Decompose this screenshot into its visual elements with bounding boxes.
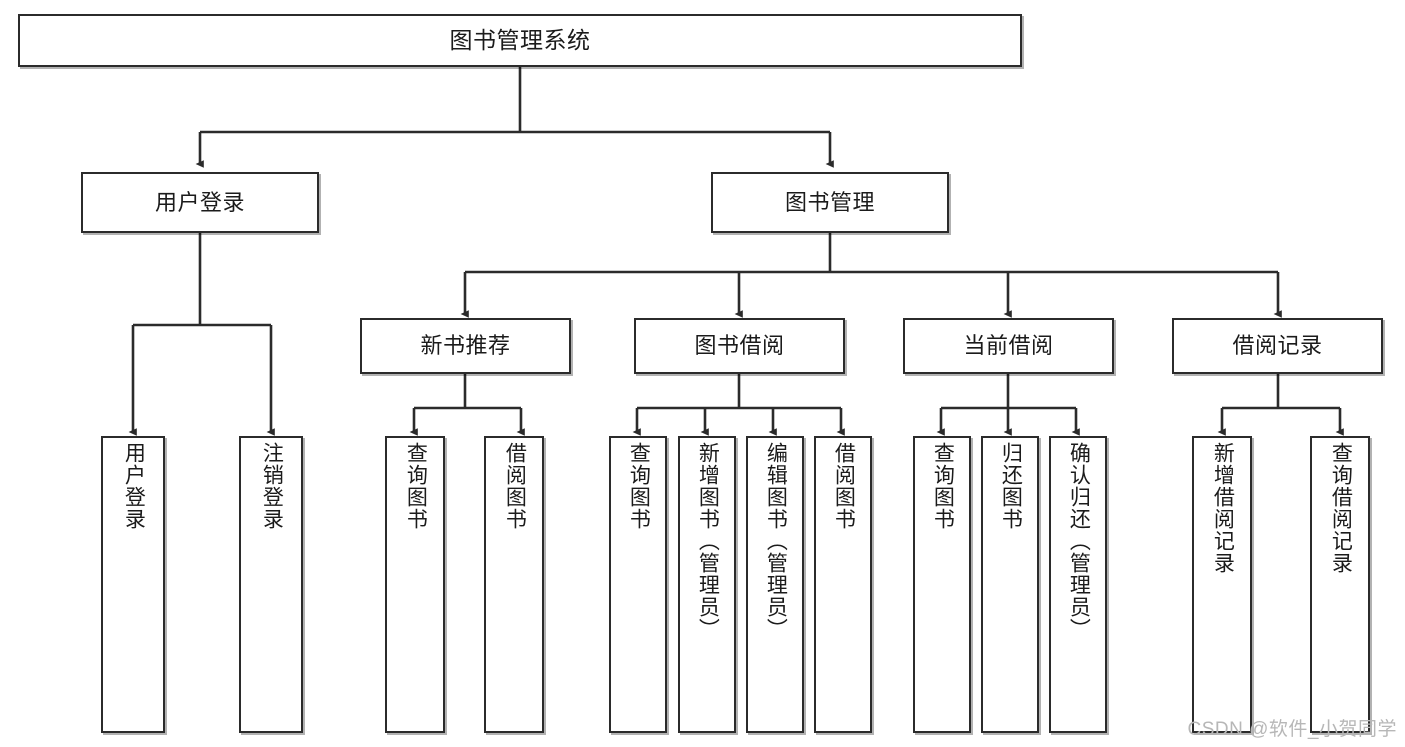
node-leaf-query-record[interactable]: 查询借阅记录 — [1310, 436, 1370, 733]
node-leaf-query-book-1-label: 查询图书 — [404, 442, 428, 530]
node-new-book-recommend-label: 新书推荐 — [420, 333, 511, 359]
node-leaf-query-book-3-label: 查询图书 — [931, 442, 955, 530]
wire-group-current-borrow — [936, 374, 1080, 436]
node-leaf-logout-login-label: 注销登录 — [260, 442, 284, 530]
node-leaf-query-book-2-label: 查询图书 — [627, 442, 651, 530]
node-user-login[interactable]: 用户登录 — [81, 172, 319, 233]
node-leaf-add-book-label: 新增图书（管理员） — [696, 442, 720, 640]
node-leaf-add-book[interactable]: 新增图书（管理员） — [678, 436, 736, 733]
node-leaf-query-book-2[interactable]: 查询图书 — [609, 436, 667, 733]
node-leaf-confirm-return-label: 确认归还（管理员） — [1067, 442, 1091, 640]
node-leaf-confirm-return[interactable]: 确认归还（管理员） — [1049, 436, 1107, 733]
node-leaf-user-login[interactable]: 用户登录 — [101, 436, 165, 733]
node-leaf-return-book[interactable]: 归还图书 — [981, 436, 1039, 733]
node-leaf-borrow-book-2[interactable]: 借阅图书 — [814, 436, 872, 733]
node-borrow-record-label: 借阅记录 — [1232, 333, 1323, 359]
node-book-management-label: 图书管理 — [784, 189, 875, 215]
node-leaf-borrow-book-1-label: 借阅图书 — [503, 442, 527, 530]
node-root-label: 图书管理系统 — [449, 26, 591, 53]
node-leaf-add-record[interactable]: 新增借阅记录 — [1192, 436, 1252, 733]
wire-group-book-borrow — [632, 374, 845, 436]
node-book-borrow-label: 图书借阅 — [694, 333, 785, 359]
node-leaf-edit-book[interactable]: 编辑图书（管理员） — [746, 436, 804, 733]
wire-group-new-book-recommend — [409, 374, 525, 436]
node-current-borrow-label: 当前借阅 — [963, 333, 1054, 359]
node-leaf-borrow-book-2-label: 借阅图书 — [832, 442, 856, 530]
wire-group-borrow-record — [1217, 374, 1344, 436]
wire-group-book-management — [460, 233, 1282, 318]
node-leaf-add-record-label: 新增借阅记录 — [1211, 442, 1235, 574]
node-leaf-logout-login[interactable]: 注销登录 — [239, 436, 303, 733]
node-root[interactable]: 图书管理系统 — [18, 14, 1022, 67]
node-new-book-recommend[interactable]: 新书推荐 — [360, 318, 571, 374]
node-leaf-return-book-label: 归还图书 — [999, 442, 1023, 530]
node-leaf-query-record-label: 查询借阅记录 — [1329, 442, 1353, 574]
node-book-borrow[interactable]: 图书借阅 — [634, 318, 845, 374]
node-user-login-label: 用户登录 — [154, 189, 245, 215]
node-leaf-query-book-1[interactable]: 查询图书 — [385, 436, 445, 733]
wire-group-user-login — [128, 233, 275, 436]
node-book-management[interactable]: 图书管理 — [711, 172, 949, 233]
node-borrow-record[interactable]: 借阅记录 — [1172, 318, 1383, 374]
node-leaf-borrow-book-1[interactable]: 借阅图书 — [484, 436, 544, 733]
node-leaf-edit-book-label: 编辑图书（管理员） — [764, 442, 788, 640]
node-leaf-user-login-label: 用户登录 — [122, 442, 146, 530]
csdn-watermark: CSDN @软件_小贺同学 — [1187, 719, 1397, 740]
node-leaf-query-book-3[interactable]: 查询图书 — [913, 436, 971, 733]
node-current-borrow[interactable]: 当前借阅 — [903, 318, 1114, 374]
wire-group-root — [195, 67, 834, 168]
